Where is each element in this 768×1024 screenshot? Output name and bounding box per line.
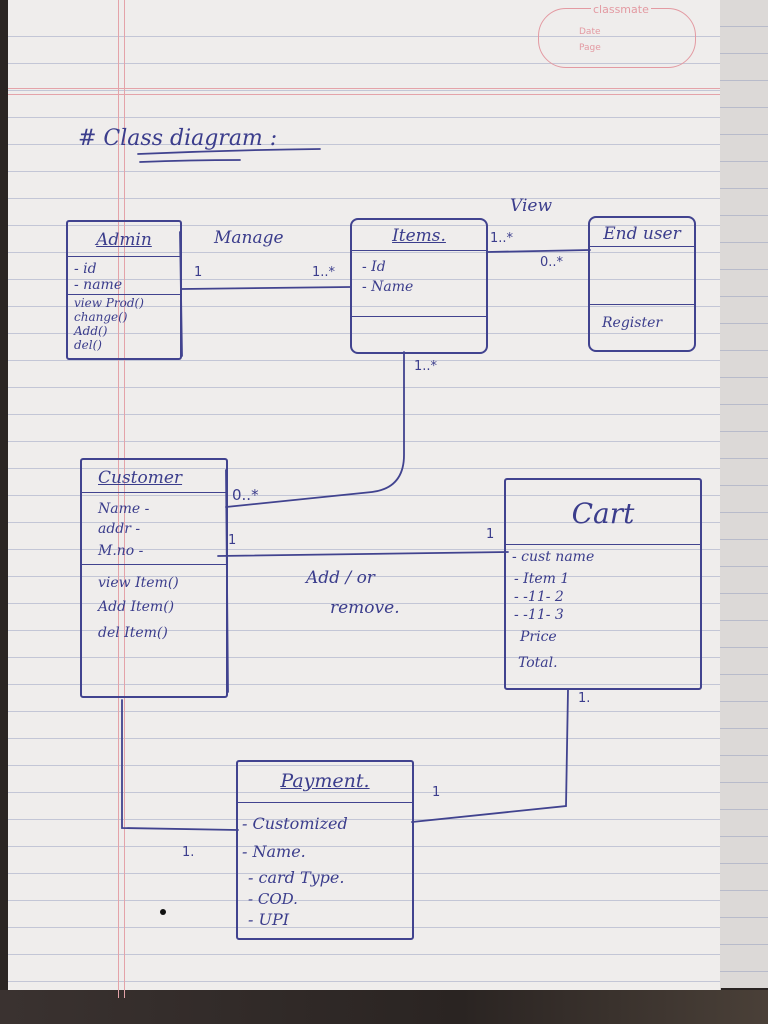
next-page-edge xyxy=(720,0,768,988)
title-underline xyxy=(137,148,321,163)
customer-cart-label: remove. xyxy=(330,598,400,618)
payment-attribute: - Customized xyxy=(242,814,348,833)
cart-payment-cart-multiplicity: 1. xyxy=(578,691,591,706)
admin-separator xyxy=(68,294,180,295)
payment-class-name: Payment. xyxy=(280,770,370,792)
date-label: Date xyxy=(579,27,601,37)
admin-attribute: - name xyxy=(74,277,123,293)
admin-separator xyxy=(68,256,180,257)
payment-class-box: Payment. - Customized - Name. - card Typ… xyxy=(236,760,414,940)
cart-attribute: Total. xyxy=(518,655,558,671)
customer-cart-cart-multiplicity: 1 xyxy=(486,527,495,542)
end-user-class-name: End user xyxy=(603,224,681,244)
items-separator xyxy=(352,316,486,317)
margin-line-horizontal xyxy=(8,94,720,95)
payment-attribute: - COD. xyxy=(248,890,298,908)
cart-attribute: - -11- 2 xyxy=(514,589,564,605)
customer-method: view Item() xyxy=(98,575,179,591)
admin-method: change() xyxy=(74,310,128,324)
manage-items-multiplicity: 1..* xyxy=(312,265,336,280)
admin-attribute: - id xyxy=(74,261,97,277)
items-class-box: Items. - Id - Name xyxy=(350,218,488,354)
brand-name: classmate xyxy=(591,3,651,16)
items-customer-line xyxy=(225,351,405,508)
cart-class-name: Cart xyxy=(571,497,635,530)
admin-method: view Prod() xyxy=(74,296,144,310)
manage-admin-multiplicity: 1 xyxy=(194,265,203,280)
notebook-page xyxy=(8,0,721,998)
payment-attribute: - card Type. xyxy=(248,868,345,887)
admin-class-name: Admin xyxy=(96,230,152,250)
manage-label: Manage xyxy=(214,228,284,248)
items-attribute: - Id xyxy=(362,259,386,275)
customer-payment-line xyxy=(121,699,239,831)
view-end-user-multiplicity: 0..* xyxy=(540,255,564,270)
items-separator xyxy=(352,250,486,251)
cart-attribute: - -11- 3 xyxy=(514,607,564,623)
cart-class-box: Cart - cust name - Item 1 - -11- 2 - -11… xyxy=(504,478,702,690)
admin-class-box: Admin - id - name view Prod() change() A… xyxy=(66,220,182,360)
end-user-method: Register xyxy=(602,315,663,331)
view-line xyxy=(486,249,591,253)
end-user-separator xyxy=(590,246,694,247)
cart-attribute: - Item 1 xyxy=(514,571,570,587)
payment-attribute: - Name. xyxy=(242,842,306,861)
cart-attribute: Price xyxy=(520,629,557,645)
view-label: View xyxy=(510,196,553,216)
payment-separator xyxy=(238,802,412,803)
customer-separator xyxy=(82,492,226,493)
payment-attribute: - UPI xyxy=(248,910,290,929)
cart-attribute: - cust name xyxy=(512,549,595,565)
customer-attribute: Name - xyxy=(98,501,150,517)
customer-class-box: Customer Name - addr - M.no - view Item(… xyxy=(80,458,228,698)
end-user-class-box: End user Register xyxy=(588,216,696,352)
cart-separator xyxy=(506,544,700,545)
customer-attribute: M.no - xyxy=(98,543,144,559)
cart-payment-line xyxy=(411,689,569,823)
items-customer-items-multiplicity: 1..* xyxy=(414,359,438,374)
items-attribute: - Name xyxy=(362,279,414,295)
cart-payment-payment-multiplicity: 1 xyxy=(432,785,441,800)
view-items-multiplicity: 1..* xyxy=(490,231,514,246)
margin-line-vertical xyxy=(118,0,119,998)
margin-line-horizontal xyxy=(8,88,720,89)
notebook-logo: classmate Date Page xyxy=(538,3,696,68)
customer-attribute: addr - xyxy=(98,521,141,537)
admin-method: del() xyxy=(74,338,102,352)
admin-method: Add() xyxy=(74,324,108,338)
page-label: Page xyxy=(579,43,601,53)
ink-dot xyxy=(160,909,166,915)
customer-method: del Item() xyxy=(98,625,168,641)
margin-line-vertical xyxy=(124,0,125,998)
diagram-title: # Class diagram : xyxy=(78,126,278,151)
customer-method: Add Item() xyxy=(98,599,175,615)
items-class-name: Items. xyxy=(392,226,446,246)
customer-cart-label: Add / or xyxy=(306,568,375,588)
customer-payment-customer-multiplicity: 1. xyxy=(182,845,195,860)
customer-cart-line xyxy=(217,551,509,557)
customer-separator xyxy=(82,564,226,565)
customer-class-name: Customer xyxy=(98,468,183,488)
manage-line xyxy=(181,286,351,290)
items-customer-customer-multiplicity: 0..* xyxy=(232,486,259,504)
customer-cart-customer-multiplicity: 1 xyxy=(228,533,237,548)
end-user-separator xyxy=(590,304,694,305)
background-surface xyxy=(0,990,768,1024)
